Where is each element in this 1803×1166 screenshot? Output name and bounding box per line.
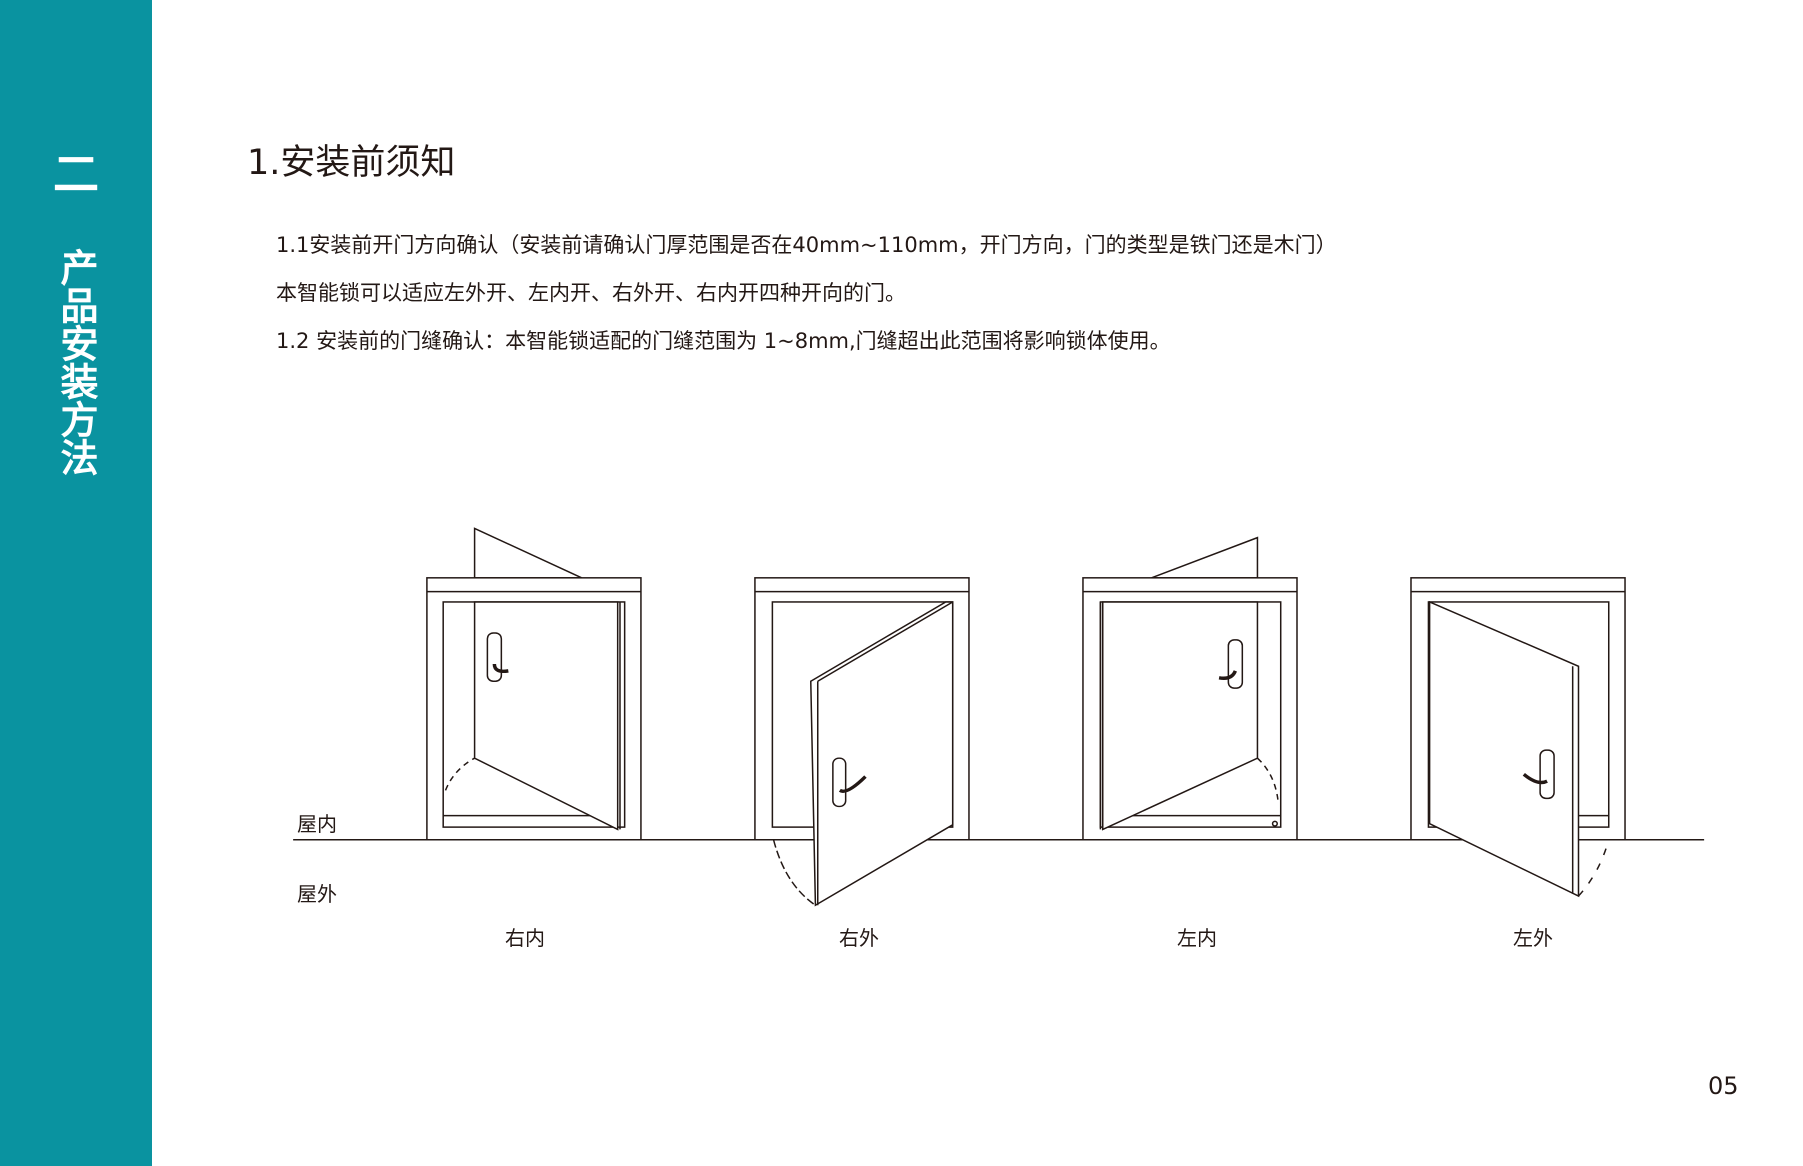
chapter-title: 产品安装方法 [54, 248, 98, 476]
chapter-number: 二 [53, 147, 99, 201]
door-lock-icon [1522, 749, 1555, 800]
page-number: 05 [1708, 1072, 1739, 1100]
door-lock-icon [832, 757, 867, 808]
indoor-label: 屋内 [297, 812, 337, 836]
chapter-sidebar: 二 产品安装方法 [0, 0, 152, 1166]
door-lock-icon [486, 632, 509, 682]
paragraph-door-gap: 1.2 安装前的门缝确认：本智能锁适配的门缝范围为 1~8mm,门缝超出此范围将… [276, 329, 1171, 353]
door-caption: 右外 [839, 926, 879, 950]
door-left-inward [1082, 536, 1298, 841]
door-caption: 左外 [1513, 926, 1553, 950]
paragraph-door-thickness: 1.1安装前开门方向确认（安装前请确认门厚范围是否在40mm~110mm，开门方… [276, 233, 1337, 257]
door-caption: 左内 [1177, 926, 1217, 950]
outdoor-label: 屋外 [297, 882, 337, 906]
door-lock-icon [1218, 639, 1244, 689]
door-caption: 右内 [505, 926, 545, 950]
door-right-outward [754, 577, 970, 907]
door-left-outward [1410, 577, 1626, 898]
door-right-inward [426, 527, 642, 841]
section-title: 1.安装前须知 [247, 143, 456, 183]
paragraph-open-directions: 本智能锁可以适应左外开、左内开、右外开、右内开四种开向的门。 [276, 281, 906, 305]
